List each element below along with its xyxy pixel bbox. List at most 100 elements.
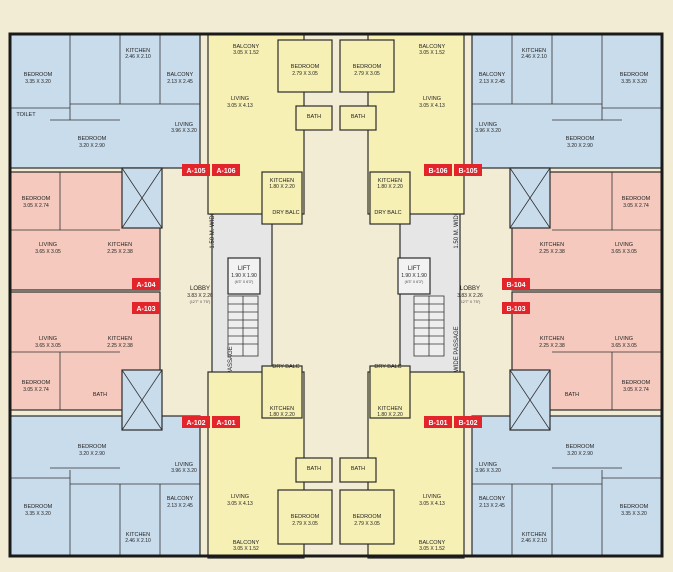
bedroom-label-b105-2: BEDROOM xyxy=(566,136,595,142)
unit-a102-block xyxy=(9,415,201,557)
bedroom-label-a104: BEDROOM xyxy=(22,196,51,202)
building-outline xyxy=(8,32,664,558)
bedroom-label-b102-2: BEDROOM xyxy=(620,504,649,510)
living-label-b106: LIVING xyxy=(423,96,441,102)
unit-b105-block xyxy=(471,33,663,169)
shaft-crosses xyxy=(121,167,551,431)
bedroom-label-bcr: BEDROOM xyxy=(353,514,382,520)
unit-tag-a103[interactable]: A-103 xyxy=(132,302,160,314)
kitchen-dim-a105: 2.46 X 2.10 xyxy=(125,54,151,60)
bath-bot-right xyxy=(339,457,377,483)
unit-tag-a102[interactable]: A-102 xyxy=(182,416,210,428)
balcony-dim-b106: 3.05 X 1.52 xyxy=(419,50,445,56)
staircase-right xyxy=(413,295,445,357)
kitchen-label-yul: KITCHEN xyxy=(270,178,294,184)
unit-tag-b105[interactable]: B-105 xyxy=(454,164,482,176)
unit-tag-b101[interactable]: B-101 xyxy=(424,416,452,428)
blue-bl-walls xyxy=(10,467,200,556)
living-dim-b101: 3.05 X 4.13 xyxy=(419,501,445,507)
lobby-ft-right: (12'7" X 7'5") xyxy=(460,300,481,304)
living-dim-b105: 3.96 X 3.20 xyxy=(475,128,501,134)
bedroom-dim-bcr: 2.79 X 3.05 xyxy=(354,521,380,527)
living-dim-b102: 3.96 X 3.20 xyxy=(475,468,501,474)
balcony-label-a101: BALCONY xyxy=(233,540,260,546)
kitchen-label-b102: KITCHEN xyxy=(522,532,546,538)
lift-right xyxy=(397,257,431,295)
bedroom-label-tcl: BEDROOM xyxy=(291,64,320,70)
balcony-label-b101: BALCONY xyxy=(419,540,446,546)
bath-label-b103: BATH xyxy=(565,392,579,398)
kitchen-label-a105: KITCHEN xyxy=(126,48,150,54)
living-dim-a103: 3.65 X 3.05 xyxy=(35,343,61,349)
unit-tag-a101[interactable]: A-101 xyxy=(212,416,240,428)
balcony-dim-a105: 2.13 X 2.45 xyxy=(167,79,193,85)
unit-tag-a105[interactable]: A-105 xyxy=(182,164,210,176)
living-label-a104: LIVING xyxy=(39,242,57,248)
bedroom-dim-a105-2: 3.20 X 2.90 xyxy=(79,143,105,149)
dry-balc-label-ur: DRY BALC xyxy=(374,210,401,216)
staircase-left xyxy=(227,295,259,357)
unit-tag-b102[interactable]: B-102 xyxy=(454,416,482,428)
svg-text:A-102: A-102 xyxy=(186,420,205,427)
lobby-ft-left: (12'7" X 7'5") xyxy=(190,300,211,304)
svg-text:A-104: A-104 xyxy=(136,282,155,289)
svg-text:B-101: B-101 xyxy=(428,420,447,427)
kitchen-label-a104: KITCHEN xyxy=(108,242,132,248)
kitchen-label-ylr: KITCHEN xyxy=(378,406,402,412)
bedroom-label-tcr: BEDROOM xyxy=(353,64,382,70)
bedroom-bot-center-left xyxy=(277,489,333,545)
kitchen-yellow-ll xyxy=(261,365,303,419)
lobby-label-right: LOBBY xyxy=(460,286,480,292)
living-label-a103: LIVING xyxy=(39,336,57,342)
kitchen-label-yll: KITCHEN xyxy=(270,406,294,412)
svg-text:A-103: A-103 xyxy=(136,306,155,313)
dry-balc-label-lr: DRY BALC xyxy=(374,364,401,370)
living-dim-a101: 3.05 X 4.13 xyxy=(227,501,253,507)
bedroom-label-b103: BEDROOM xyxy=(622,380,651,386)
balcony-dim-a102: 2.13 X 2.45 xyxy=(167,503,193,509)
unit-tag-b106[interactable]: B-106 xyxy=(424,164,452,176)
svg-text:A-105: A-105 xyxy=(186,168,205,175)
balcony-label-a106: BALCONY xyxy=(233,44,260,50)
living-dim-a104: 3.65 X 3.05 xyxy=(35,249,61,255)
bath-label-bl: BATH xyxy=(307,466,321,472)
bedroom-label-a103: BEDROOM xyxy=(22,380,51,386)
living-label-a106: LIVING xyxy=(231,96,249,102)
lift-dim-left: 1.90 X 1.90 xyxy=(231,273,257,279)
unit-tag-a106[interactable]: A-106 xyxy=(212,164,240,176)
dry-balc-label-ul: DRY BALC xyxy=(272,210,299,216)
lift-left xyxy=(227,257,261,295)
bedroom-dim-b103: 3.05 X 2.74 xyxy=(623,387,649,393)
bedroom-label-a105-2: BEDROOM xyxy=(78,136,107,142)
bedroom-dim-a103: 3.05 X 2.74 xyxy=(23,387,49,393)
bedroom-dim-b104: 3.05 X 2.74 xyxy=(623,203,649,209)
bedroom-dim-bcl: 2.79 X 3.05 xyxy=(292,521,318,527)
bedroom-dim-b102-1: 3.20 X 2.90 xyxy=(567,451,593,457)
bedroom-dim-a104: 3.05 X 2.74 xyxy=(23,203,49,209)
unit-tag-b103[interactable]: B-103 xyxy=(502,302,530,314)
kitchen-dim-b104: 2.25 X 2.38 xyxy=(539,249,565,255)
svg-text:B-102: B-102 xyxy=(458,420,477,427)
living-dim-a102: 3.96 X 3.20 xyxy=(171,468,197,474)
bedroom-label-b102-1: BEDROOM xyxy=(566,444,595,450)
bath-label-tl: BATH xyxy=(307,114,321,120)
lift-label-left: LIFT xyxy=(238,266,251,272)
unit-tag-b104[interactable]: B-104 xyxy=(502,278,530,290)
kitchen-label-b104: KITCHEN xyxy=(540,242,564,248)
svg-text:B-104: B-104 xyxy=(506,282,525,289)
unit-tag-a104[interactable]: A-104 xyxy=(132,278,160,290)
bedroom-dim-b105-2: 3.20 X 2.90 xyxy=(567,143,593,149)
bedroom-dim-b105-1: 3.35 X 3.20 xyxy=(621,79,647,85)
balcony-dim-b102: 2.13 X 2.45 xyxy=(479,503,505,509)
unit-a105-block xyxy=(9,33,201,169)
bedroom-label-a102-2: BEDROOM xyxy=(24,504,53,510)
lift-label-right: LIFT xyxy=(408,266,421,272)
bath-top-left xyxy=(295,105,333,131)
kitchen-dim-yur: 1.80 X 2.20 xyxy=(377,184,403,190)
kitchen-yellow-lr xyxy=(369,365,411,419)
lift-ft-left: (6'3" X 6'3") xyxy=(235,280,254,284)
balcony-label-b105: BALCONY xyxy=(479,72,506,78)
living-dim-b103: 3.65 X 3.05 xyxy=(611,343,637,349)
bedroom-dim-a102-2: 3.35 X 3.20 xyxy=(25,511,51,517)
kitchen-dim-yul: 1.80 X 2.20 xyxy=(269,184,295,190)
